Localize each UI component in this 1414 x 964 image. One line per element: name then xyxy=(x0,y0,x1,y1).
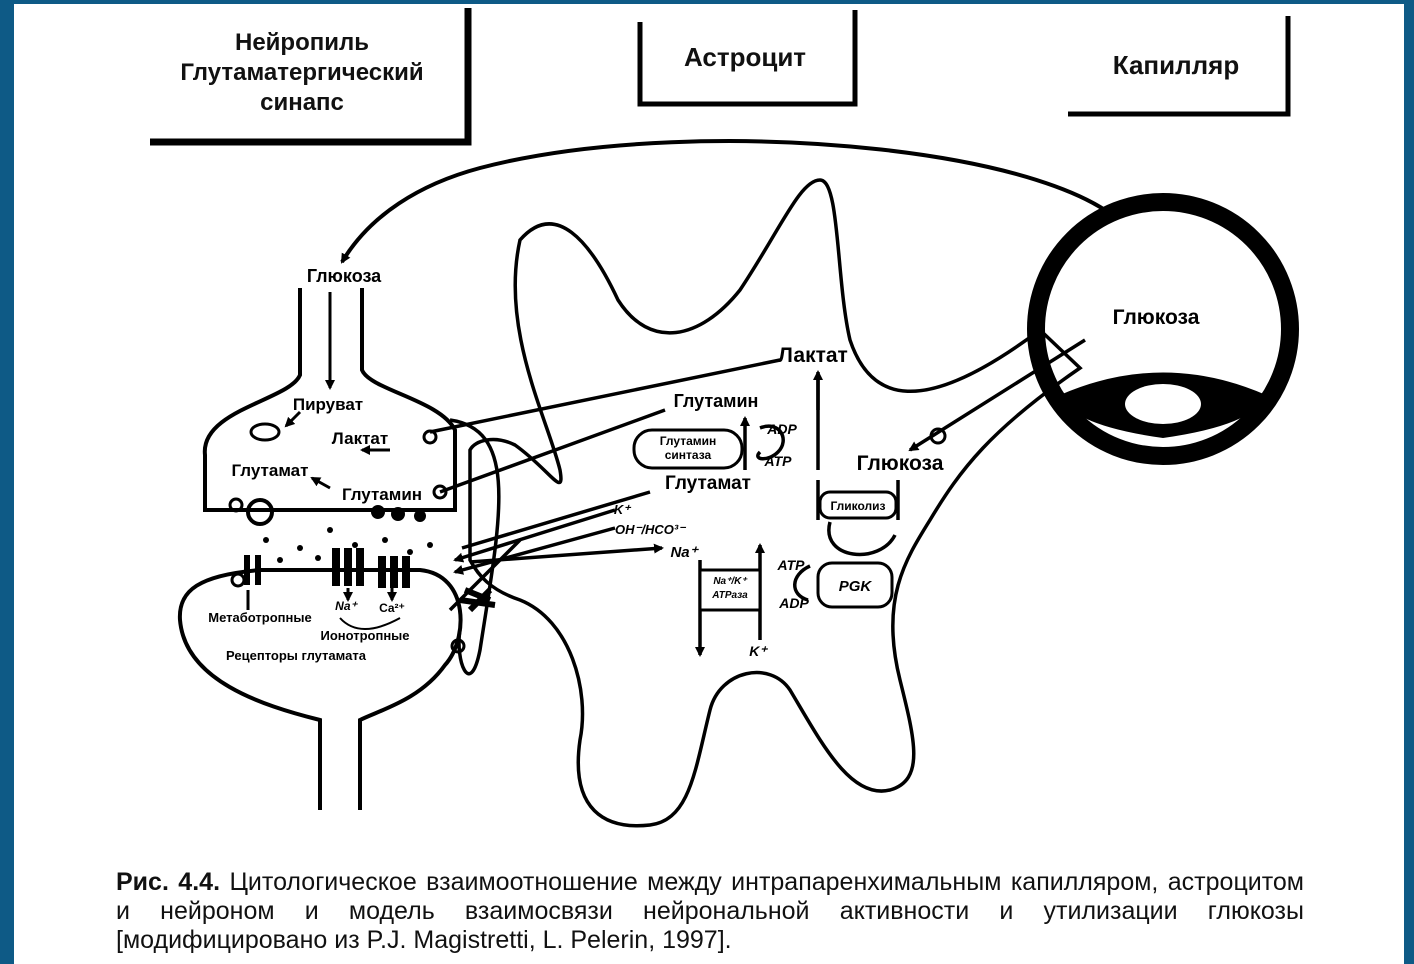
ca-ion-label: Ca²⁺ xyxy=(379,601,405,615)
pyruvate-label: Пируват xyxy=(293,395,363,414)
neuropil-title: Нейропиль xyxy=(235,29,369,56)
pyruvate-arrow xyxy=(286,412,300,426)
astrocyte-body-outline xyxy=(470,180,1080,826)
figure-caption: Рис. 4.4. Цитологическое взаимоотношение… xyxy=(116,868,1304,955)
glutamine-synthase-line-2: синтаза xyxy=(665,448,712,462)
glycolysis-loop xyxy=(829,522,895,554)
neuron-glutamine-label: Глутамин xyxy=(342,485,422,504)
adp-label-1: ADP xyxy=(766,421,797,437)
neuropil-subtitle-1: Глутаматергический xyxy=(180,59,423,86)
capillary xyxy=(1036,202,1290,456)
k-bottom-label: K⁺ xyxy=(749,643,768,659)
glutamate-transfer-line xyxy=(462,492,650,548)
neuron-lactate-label: Лактат xyxy=(332,429,388,448)
k-plus-label: K⁺ xyxy=(614,502,632,517)
capillary-title: Капилляр xyxy=(1113,50,1239,80)
postsynaptic-dendrite-outline xyxy=(180,570,461,810)
nak-label-1: Na⁺/K⁺ xyxy=(713,576,748,587)
na-ion-label: Na⁺ xyxy=(335,599,358,613)
glutamine-synthase-line-1: Глутамин xyxy=(660,434,717,448)
figure-number: Рис. 4.4. xyxy=(116,868,220,896)
neuropil-subtitle-2: синапс xyxy=(260,89,344,116)
neuron-glucose-label: Глюкоза xyxy=(307,266,382,286)
ionotropic-label: Ионотропные xyxy=(320,628,409,643)
atp-label-1: ATP xyxy=(764,453,793,469)
receptors-label: Рецепторы глутамата xyxy=(226,648,367,663)
metabotropic-label: Метаботропные xyxy=(208,610,311,625)
astro-lactate-label: Лактат xyxy=(778,344,848,367)
na-plus-label: Na⁺ xyxy=(670,544,699,561)
astro-glutamate-label: Глутамат xyxy=(665,473,751,494)
atp-label-2: ATP xyxy=(777,557,806,573)
glucose-arc-arrow xyxy=(342,141,1138,262)
pgk-label: PGK xyxy=(839,578,873,595)
oh-hco-label: OH⁻/HCO³⁻ xyxy=(615,522,687,537)
astrocyte-title: Астроцит xyxy=(684,42,806,72)
neuron-glutamate-label: Глутамат xyxy=(232,461,309,480)
adp-label-2: ADP xyxy=(778,595,809,611)
capillary-glucose-label: Глюкоза xyxy=(1113,306,1200,329)
astro-glucose-label: Глюкоза xyxy=(857,452,944,475)
glycolysis-label: Гликолиз xyxy=(830,499,885,513)
nak-label-2: ATPаза xyxy=(711,590,748,601)
astro-glutamine-label: Глутамин xyxy=(674,391,759,411)
mitochondrion-icon xyxy=(251,424,279,440)
caption-text: Цитологическое взаимоотношение между инт… xyxy=(116,868,1304,954)
glutamine-to-glutamate-arrow xyxy=(312,478,330,488)
